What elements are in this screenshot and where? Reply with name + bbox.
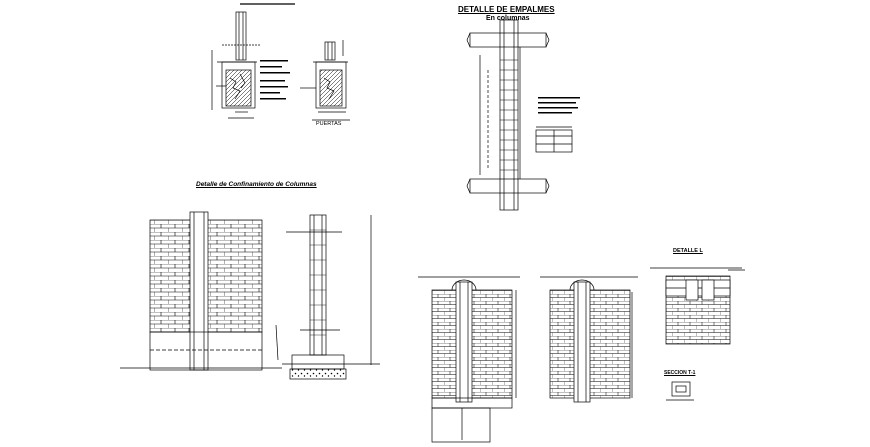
puertas-label: PUERTAS — [316, 121, 342, 127]
empalmes-subtitle: En columnas — [486, 15, 530, 22]
confinement-column-section — [275, 214, 380, 380]
detail-l — [650, 267, 745, 345]
column-detail-roof-level — [540, 276, 638, 403]
seccion-title: SECCION T-1 — [664, 370, 696, 376]
foundation-detail-right — [300, 40, 350, 121]
section-t1 — [666, 381, 694, 401]
confinement-wall-elevation — [120, 211, 282, 371]
splice-detail — [466, 19, 573, 211]
empalmes-title: DETALLE DE EMPALMES — [458, 5, 555, 14]
splice-notes — [538, 97, 580, 114]
detalle-l-title: DETALLE L — [673, 248, 703, 254]
column-detail-first-level — [418, 276, 520, 443]
confinamiento-title: Detalle de Confinamiento de Columnas — [196, 181, 317, 188]
foundation-notes — [260, 60, 290, 100]
foundation-detail-left — [211, 3, 295, 119]
